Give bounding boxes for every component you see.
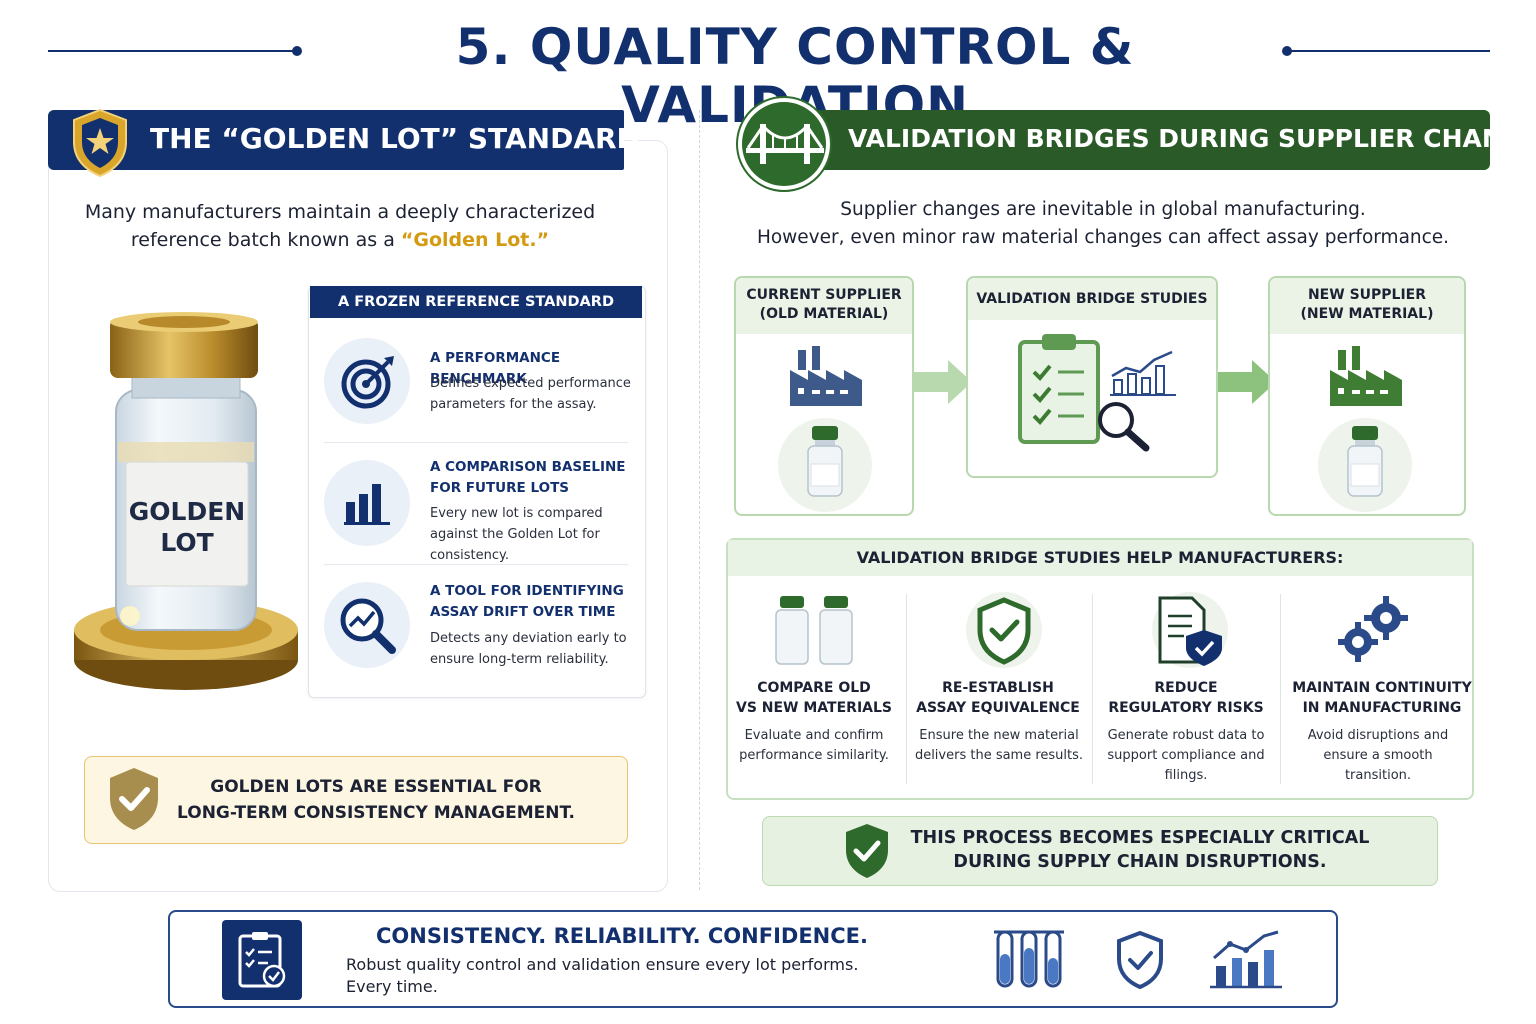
benefit-title-line: COMPARE OLD [757, 680, 871, 696]
footer-title: CONSISTENCY. RELIABILITY. CONFIDENCE. [376, 924, 868, 948]
footer-subtitle-line-2: Every time. [346, 977, 438, 996]
benefit-title-line: VS NEW MATERIALS [735, 700, 892, 716]
new-supplier-header: NEW SUPPLIER (NEW MATERIAL) [1270, 278, 1464, 334]
shield-check-icon [110, 768, 158, 830]
bar-chart-icon [344, 484, 390, 525]
frozen-reference-header: A FROZEN REFERENCE STANDARD [310, 286, 642, 318]
clipboard-checklist-icon [1018, 334, 1100, 444]
benefit-title-line: REDUCE [1154, 680, 1218, 696]
intro-line-2: However, even minor raw material changes… [756, 227, 1450, 248]
footer-subtitle: Robust quality control and validation en… [346, 954, 906, 998]
clipboard-check-icon [238, 932, 286, 988]
current-supplier-header: CURRENT SUPPLIER (OLD MATERIAL) [736, 278, 912, 334]
magnifier-trend-icon [340, 598, 396, 654]
target-icon [341, 356, 394, 409]
note-line-1: THIS PROCESS BECOMES ESPECIALLY CRITICAL [910, 828, 1370, 848]
current-supplier-label: CURRENT SUPPLIER [746, 287, 902, 303]
feature-title-baseline: A COMPARISON BASELINE FOR FUTURE LOTS [430, 459, 626, 496]
footer-subtitle-line-1: Robust quality control and validation en… [346, 955, 859, 974]
intro-line-1: Many manufacturers maintain a deeply cha… [84, 201, 596, 223]
feature-desc-baseline: Every new lot is compared against the Go… [430, 506, 603, 563]
vial-label-line-2: LOT [160, 528, 213, 557]
benefit-separator [1280, 594, 1281, 784]
bridge-icon [746, 123, 824, 164]
benefit-title-line: MAINTAIN CONTINUITY [1292, 680, 1472, 696]
vials-icon [775, 596, 853, 665]
vial-label-line-1: GOLDEN [129, 497, 245, 526]
arrow-right-icon [1218, 360, 1276, 404]
vial-green-cap-icon [1347, 426, 1383, 497]
bridge-benefits-box [726, 538, 1474, 800]
factory-icon [1330, 346, 1402, 406]
title-rule-right [1288, 50, 1490, 52]
golden-lot-vial-illustration: GOLDEN LOT [74, 312, 298, 690]
golden-lot-highlight: “Golden Lot.” [400, 229, 550, 251]
benefit-title-regulatory: REDUCE REGULATORY RISKS [1096, 678, 1276, 718]
magnifier-icon [1098, 402, 1150, 452]
golden-lot-note [84, 756, 628, 844]
intro-line-1: Supplier changes are inevitable in globa… [840, 199, 1366, 220]
panel-divider [699, 110, 700, 890]
vial-green-cap-icon [807, 426, 843, 497]
validation-bridges-title: VALIDATION BRIDGES DURING SUPPLIER CHANG… [848, 124, 1536, 153]
shield-check-icon [966, 592, 1042, 668]
shield-check-icon [846, 824, 888, 878]
benefit-title-line: RE-ESTABLISH [942, 680, 1054, 696]
star-shield-icon [73, 108, 127, 178]
benefit-separator [906, 594, 907, 784]
benefit-title-compare: COMPARE OLD VS NEW MATERIALS [724, 678, 904, 718]
validation-intro: Supplier changes are inevitable in globa… [740, 196, 1466, 252]
benefit-title-equivalence: RE-ESTABLISH ASSAY EQUIVALENCE [908, 678, 1088, 718]
current-supplier-sublabel: (OLD MATERIAL) [759, 306, 889, 322]
benefit-title-line: ASSAY EQUIVALENCE [916, 700, 1080, 716]
document-shield-icon [1152, 592, 1228, 668]
validation-bridges-banner [790, 110, 1490, 170]
growth-chart-icon [1210, 930, 1282, 989]
test-tubes-icon [994, 930, 1064, 988]
title-dot-left [292, 46, 302, 56]
title-rule-left [48, 50, 298, 52]
new-supplier-label: NEW SUPPLIER [1307, 287, 1427, 303]
new-supplier-sublabel: (NEW MATERIAL) [1300, 306, 1434, 322]
golden-lot-intro: Many manufacturers maintain a deeply cha… [60, 198, 620, 254]
feature-desc-drift: Detects any deviation early to ensure lo… [430, 631, 627, 667]
supply-chain-note-text: THIS PROCESS BECOMES ESPECIALLY CRITICAL… [880, 826, 1400, 874]
benefit-title-continuity: MAINTAIN CONTINUITY IN MANUFACTURING [1292, 678, 1472, 718]
factory-icon [790, 346, 862, 406]
note-line-2: DURING SUPPLY CHAIN DISRUPTIONS. [953, 852, 1327, 872]
golden-lot-title: THE “GOLDEN LOT” STANDARD [150, 122, 640, 155]
benefit-title-line: REGULATORY RISKS [1108, 700, 1264, 716]
feature-title-benchmark: A PERFORMANCE BENCHMARK [430, 350, 561, 387]
arrow-right-icon [914, 360, 972, 404]
benefit-desc-compare: Evaluate and confirm performance similar… [739, 728, 889, 763]
validation-bridge-header: VALIDATION BRIDGE STUDIES [968, 278, 1216, 320]
bridge-benefits-header: VALIDATION BRIDGE STUDIES HELP MANUFACTU… [728, 540, 1472, 576]
benefit-title-line: IN MANUFACTURING [1302, 700, 1462, 716]
feature-title-drift: A TOOL FOR IDENTIFYING ASSAY DRIFT OVER … [430, 583, 624, 620]
note-line-1: GOLDEN LOTS ARE ESSENTIAL FOR [210, 777, 542, 797]
feature-desc-benchmark: Defines expected performance parameters … [430, 376, 631, 412]
trend-chart-icon [1110, 350, 1176, 396]
title-dot-right [1282, 46, 1292, 56]
golden-lot-banner [48, 110, 624, 170]
benefit-separator [1092, 594, 1093, 784]
golden-lot-note-text: GOLDEN LOTS ARE ESSENTIAL FOR LONG-TERM … [166, 774, 586, 826]
benefit-desc-equivalence: Ensure the new material delivers the sam… [914, 728, 1084, 763]
footer-banner [168, 910, 1338, 1008]
intro-line-2: reference batch known as a [130, 229, 401, 251]
gears-icon [1338, 596, 1408, 662]
benefit-desc-continuity: Avoid disruptions and ensure a smooth tr… [1307, 728, 1449, 783]
benefit-desc-regulatory: Generate robust data to support complian… [1107, 728, 1265, 783]
feature-separator [324, 442, 628, 443]
shield-check-icon [1117, 930, 1163, 990]
note-line-2: LONG-TERM CONSISTENCY MANAGEMENT. [177, 803, 575, 823]
feature-separator [324, 564, 628, 565]
